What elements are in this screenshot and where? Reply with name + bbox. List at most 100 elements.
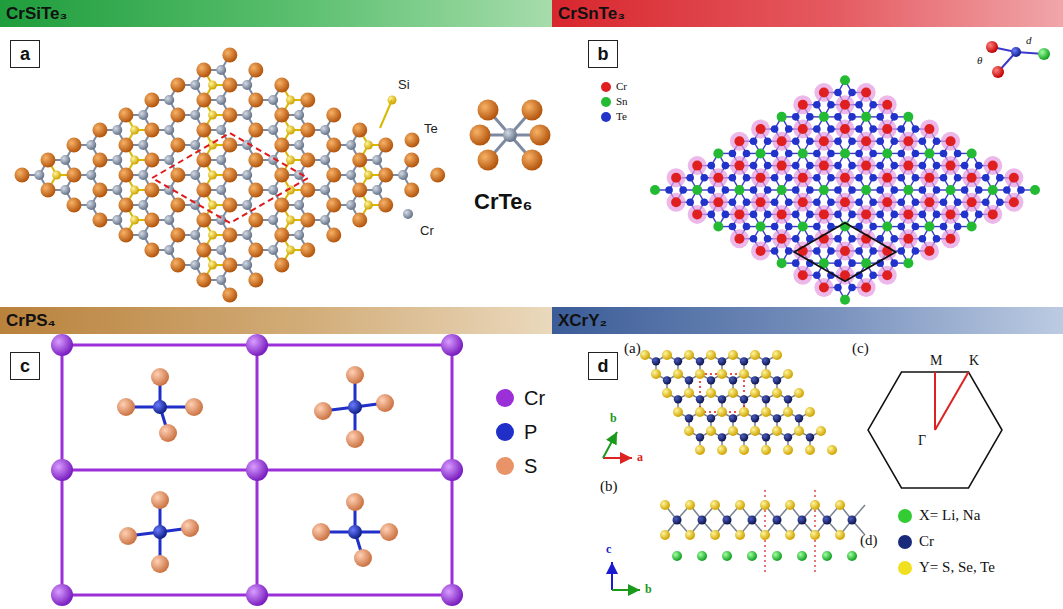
cr-halo	[962, 168, 981, 187]
te-atom	[222, 78, 237, 93]
cr-atom	[777, 161, 787, 171]
k-point-label: K	[969, 353, 979, 368]
cr-atom	[784, 433, 792, 441]
cr-halo	[941, 156, 960, 175]
te-atom	[876, 211, 884, 219]
cr-halo	[878, 193, 897, 212]
te-atom	[806, 211, 814, 219]
cr-atom	[840, 246, 850, 256]
legend-text: P	[524, 421, 537, 443]
cr-atom	[242, 200, 252, 210]
te-atom	[222, 138, 237, 153]
te-atom	[855, 174, 863, 182]
te-atom	[722, 162, 730, 170]
cr-halo	[920, 120, 939, 139]
cr-halo	[751, 168, 770, 187]
te-atom	[274, 228, 289, 243]
cr-atom	[798, 270, 808, 280]
cr-atom	[784, 395, 792, 403]
te-atom	[834, 89, 842, 97]
sn-atom	[777, 185, 787, 195]
legend-swatch	[898, 509, 912, 523]
te-atom	[834, 259, 842, 267]
cr-atom	[729, 414, 737, 422]
si-atom	[286, 156, 295, 165]
te-atom	[700, 198, 708, 206]
si-atom	[130, 126, 139, 135]
te-atom	[530, 125, 551, 146]
te-atom	[707, 186, 715, 194]
te-atom	[274, 138, 289, 153]
cr-atom	[986, 41, 998, 53]
te-atom	[248, 183, 263, 198]
y-atom	[750, 350, 760, 360]
te-atom	[848, 259, 856, 267]
te-atom	[378, 198, 393, 213]
cr-atom	[164, 95, 174, 105]
y-atom	[750, 388, 760, 398]
cr-atom	[671, 197, 681, 207]
y-atom	[810, 530, 820, 540]
te-atom	[785, 174, 793, 182]
te-atom	[869, 272, 877, 280]
te-atom	[196, 93, 211, 108]
cr-atom	[773, 516, 782, 525]
si-atom	[286, 96, 295, 105]
te-atom	[897, 125, 905, 133]
te-atom	[686, 174, 694, 182]
te-atom	[40, 153, 55, 168]
cr-halo	[709, 193, 728, 212]
subpanel-label: (c)	[852, 340, 869, 357]
te-atom	[771, 198, 779, 206]
panel-letter: b	[588, 40, 618, 68]
cr-atom	[848, 516, 857, 525]
cr-halo	[814, 132, 833, 151]
cr-atom	[372, 185, 382, 195]
sn-atom	[1030, 185, 1040, 195]
legend-entry: Te	[601, 110, 627, 123]
te-atom	[855, 150, 863, 158]
te-atom	[274, 168, 289, 183]
cr-atom	[723, 516, 732, 525]
cr-halo	[878, 120, 897, 139]
te-atom	[869, 174, 877, 182]
cr-atom	[840, 197, 850, 207]
y-atom	[706, 426, 716, 436]
sn-atom	[946, 185, 956, 195]
cr-atom	[138, 110, 148, 120]
k-point-label: M	[930, 353, 942, 368]
te-atom	[274, 198, 289, 213]
cr-atom	[190, 260, 200, 270]
y-atom	[772, 426, 782, 436]
te-atom	[834, 211, 842, 219]
x-atom	[747, 551, 757, 561]
te-atom	[813, 223, 821, 231]
te-atom	[478, 100, 499, 121]
cr-atom	[60, 185, 70, 195]
te-atom	[170, 198, 185, 213]
te-atom	[919, 186, 927, 194]
cr-atom	[190, 170, 200, 180]
cr-atom	[86, 170, 96, 180]
te-atom	[996, 198, 1004, 206]
te-atom	[722, 211, 730, 219]
cr-atom	[748, 516, 757, 525]
cr-atom	[246, 584, 268, 606]
cr-atom	[861, 136, 871, 146]
cr-atom	[216, 275, 226, 285]
cr-halo	[983, 205, 1002, 224]
y-atom	[695, 369, 705, 379]
te-atom	[222, 288, 237, 303]
cr-atom	[751, 414, 759, 422]
cr-atom	[988, 209, 998, 219]
te-atom	[933, 235, 941, 243]
te-atom	[274, 258, 289, 273]
te-atom	[940, 174, 948, 182]
te-atom	[827, 125, 835, 133]
cr-atom	[840, 173, 850, 183]
te-atom	[764, 235, 772, 243]
unit-cell	[152, 133, 308, 223]
s-atom	[314, 402, 332, 420]
si-atom	[130, 186, 139, 195]
header-text: CrSiTe₃	[0, 4, 67, 24]
